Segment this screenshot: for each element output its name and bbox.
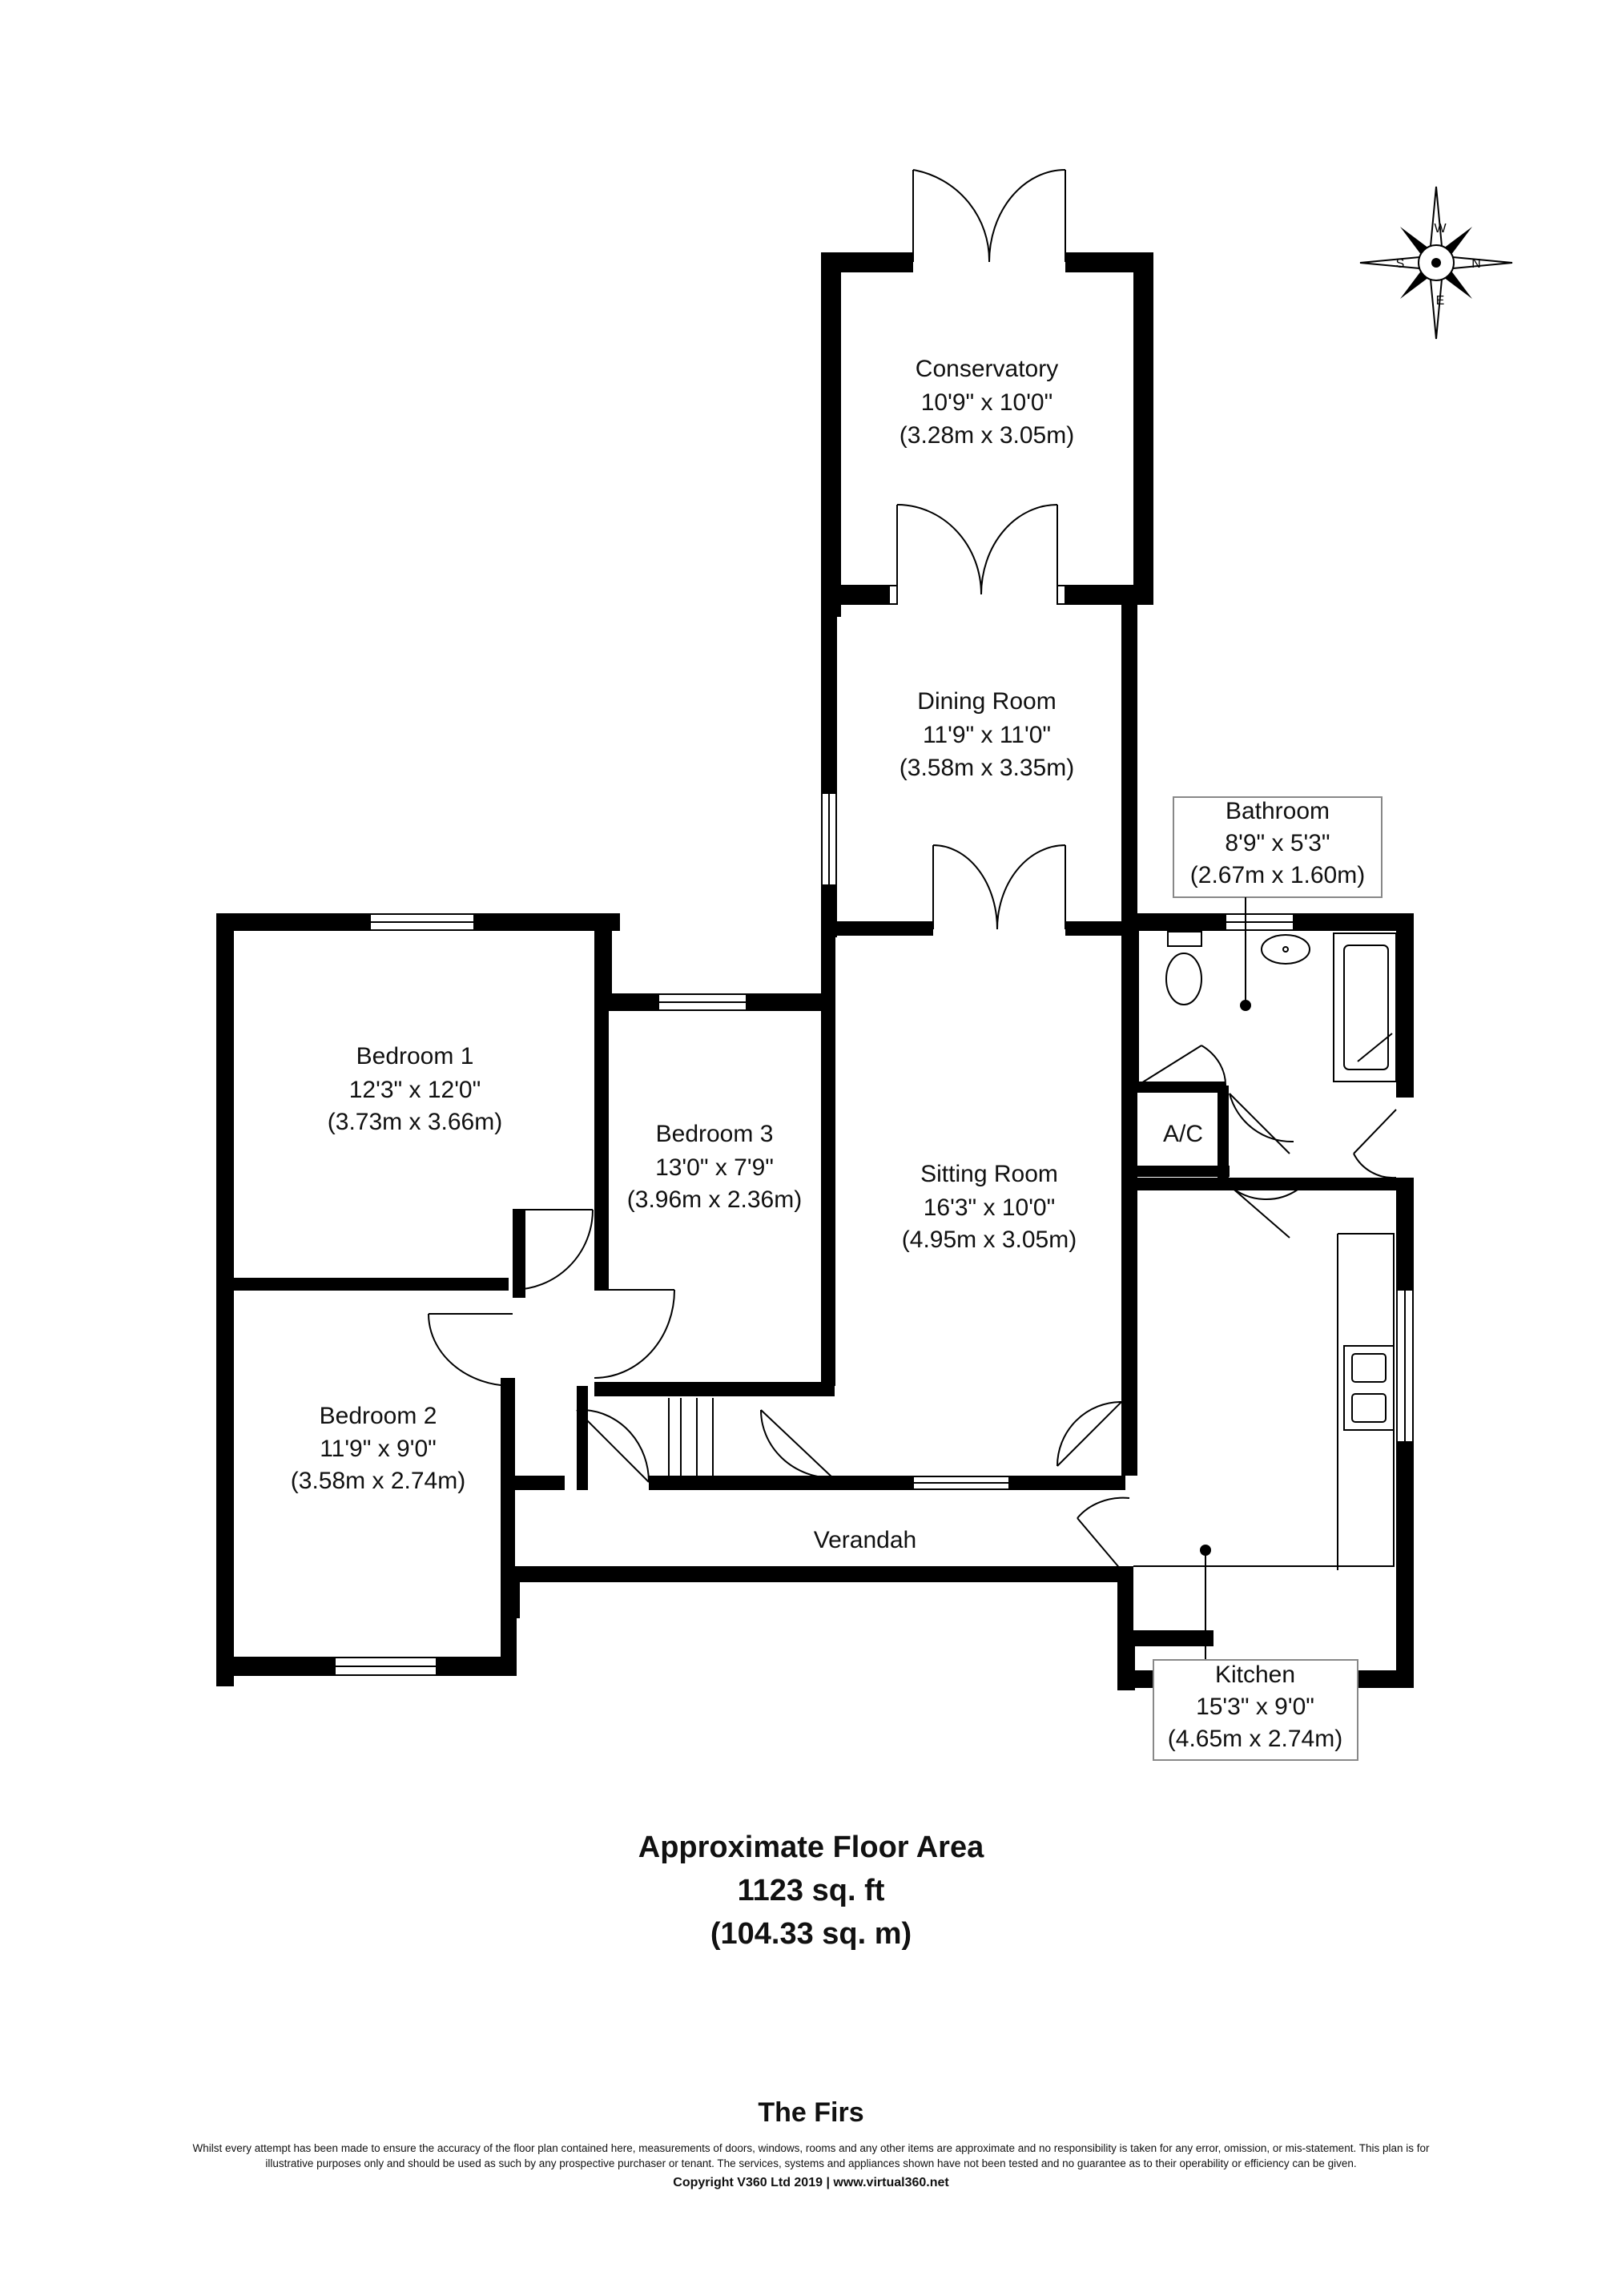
compass-s: S bbox=[1396, 257, 1405, 271]
bedroom2-imperial: 11'9" x 9'0" bbox=[320, 1436, 437, 1462]
doors bbox=[428, 169, 1397, 1571]
dining-metric: (3.58m x 3.35m) bbox=[900, 755, 1074, 781]
dining-name: Dining Room bbox=[917, 688, 1056, 715]
bedroom1-imperial: 12'3" x 12'0" bbox=[349, 1077, 481, 1103]
kitchen-imperial: 15'3" x 9'0" bbox=[1196, 1694, 1314, 1720]
room-labels: Conservatory 10'9" x 10'0" (3.28m x 3.05… bbox=[291, 356, 1365, 1752]
dining-imperial: 11'9" x 11'0" bbox=[923, 722, 1051, 748]
bedroom1-metric: (3.73m x 3.66m) bbox=[328, 1109, 502, 1135]
bathroom-label-box bbox=[1173, 796, 1383, 1011]
bedroom3-imperial: 13'0" x 7'9" bbox=[655, 1154, 774, 1181]
walls bbox=[216, 252, 1414, 1690]
sitting-metric: (4.95m x 3.05m) bbox=[902, 1227, 1077, 1253]
bathroom-name: Bathroom bbox=[1226, 798, 1330, 824]
floor-area-imperial: 1123 sq. ft bbox=[737, 1874, 885, 1907]
conservatory-metric: (3.28m x 3.05m) bbox=[900, 422, 1074, 449]
fixtures bbox=[1133, 931, 1397, 1570]
ac-label: A/C bbox=[1163, 1121, 1203, 1147]
floor-area-metric: (104.33 sq. m) bbox=[710, 1917, 912, 1951]
bathroom-imperial: 8'9" x 5'3" bbox=[1225, 830, 1330, 856]
conservatory-name: Conservatory bbox=[916, 356, 1058, 382]
sitting-name: Sitting Room bbox=[920, 1161, 1058, 1187]
compass-rose: W E S N bbox=[1359, 186, 1513, 340]
bedroom1-name: Bedroom 1 bbox=[356, 1043, 474, 1069]
disclaimer-line-2: illustrative purposes only and should be… bbox=[265, 2157, 1357, 2169]
bedroom2-metric: (3.58m x 2.74m) bbox=[291, 1468, 465, 1494]
bathroom-metric: (2.67m x 1.60m) bbox=[1190, 862, 1365, 888]
compass-n: N bbox=[1471, 257, 1481, 271]
sitting-imperial: 16'3" x 10'0" bbox=[924, 1194, 1056, 1221]
compass-w: W bbox=[1434, 222, 1447, 236]
disclaimer-line-1: Whilst every attempt has been made to en… bbox=[192, 2142, 1430, 2154]
verandah-label: Verandah bbox=[814, 1527, 916, 1553]
bedroom2-name: Bedroom 2 bbox=[320, 1403, 437, 1429]
bedroom3-name: Bedroom 3 bbox=[656, 1121, 774, 1147]
compass-e: E bbox=[1436, 294, 1445, 308]
kitchen-label-box bbox=[1153, 1545, 1358, 1761]
copyright: Copyright V360 Ltd 2019 | www.virtual360… bbox=[673, 2176, 949, 2189]
kitchen-metric: (4.65m x 2.74m) bbox=[1168, 1726, 1342, 1752]
floor-area-title: Approximate Floor Area bbox=[638, 1831, 984, 1864]
disclaimer: Whilst every attempt has been made to en… bbox=[48, 2141, 1574, 2171]
kitchen-name: Kitchen bbox=[1215, 1662, 1295, 1688]
conservatory-imperial: 10'9" x 10'0" bbox=[921, 389, 1053, 416]
windows bbox=[334, 585, 1414, 1688]
bedroom3-metric: (3.96m x 2.36m) bbox=[627, 1186, 802, 1213]
property-name: The Firs bbox=[758, 2097, 864, 2128]
